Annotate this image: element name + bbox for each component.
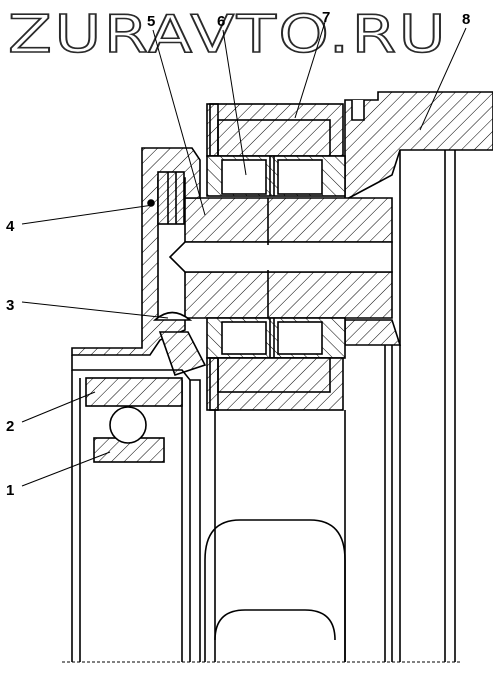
leader-8 [419, 27, 467, 131]
callout-1: 1 [6, 482, 14, 499]
gear-body [344, 91, 493, 662]
ball-bearing [85, 377, 183, 463]
leader-lines [21, 21, 467, 487]
upper-needle-rollers [206, 155, 346, 197]
lower-needle-rollers [206, 317, 346, 359]
wheel-rim [204, 410, 346, 662]
planet-axle [168, 197, 393, 319]
leader-7 [294, 21, 326, 119]
leader-2 [21, 391, 96, 423]
callout-3: 3 [6, 297, 14, 314]
leader-6 [222, 29, 247, 176]
callout-6: 6 [217, 13, 225, 30]
lower-planet-gear [206, 357, 344, 411]
callout-4: 4 [6, 218, 15, 235]
leader-3 [21, 301, 169, 319]
callout-2: 2 [6, 418, 14, 435]
watermark-logo: ZURAVTO.RU [8, 5, 448, 65]
planet-carrier [71, 147, 201, 356]
upper-planet-gear [206, 103, 344, 157]
hub-shaft [71, 355, 201, 662]
callout-7: 7 [322, 9, 330, 26]
callout-5: 5 [147, 13, 155, 30]
callout-8: 8 [462, 11, 470, 28]
leader-1 [21, 451, 111, 487]
leader-4 [21, 204, 154, 225]
leader-5 [152, 29, 206, 216]
